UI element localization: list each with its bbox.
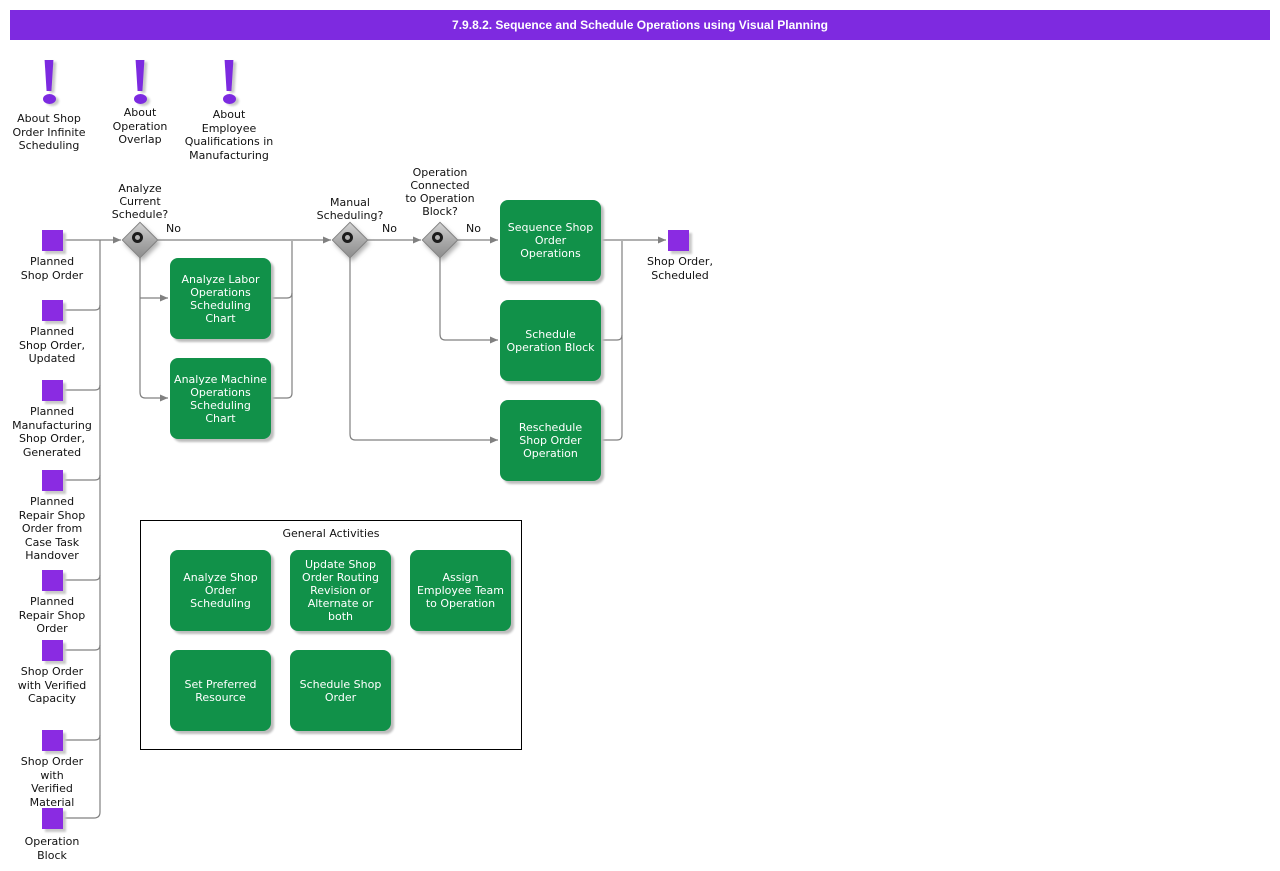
object-label[interactable]: Planned Shop Order — [20, 255, 84, 282]
note-label-employee-qualifications[interactable]: About Employee Qualifications in Manufac… — [184, 108, 274, 162]
activity-reschedule-shop-order-operation[interactable]: Reschedule Shop Order Operation — [500, 400, 601, 481]
activity-schedule-operation-block[interactable]: Schedule Operation Block — [500, 300, 601, 381]
diagram-title: 7.9.8.2. Sequence and Schedule Operation… — [452, 18, 828, 32]
activity-analyze-machine-operations-scheduling-chart[interactable]: Analyze Machine Operations Scheduling Ch… — [170, 358, 271, 439]
object-square-planned-shop-order-updated[interactable] — [42, 300, 63, 321]
object-label[interactable]: Planned Repair Shop Order from Case Task… — [18, 495, 86, 562]
decision-label-manual-scheduling: Manual Scheduling? — [316, 196, 384, 222]
object-label[interactable]: Planned Manufacturing Shop Order, Genera… — [12, 405, 92, 459]
decision-manual-scheduling — [331, 221, 369, 259]
object-square-planned-repair-shop-order-handover[interactable] — [42, 470, 63, 491]
exclamation-icon — [120, 60, 160, 104]
object-square-shop-order-verified-capacity[interactable] — [42, 640, 63, 661]
decision-label-operation-connected: Operation Connected to Operation Block? — [405, 166, 475, 218]
decision-circle-icon — [431, 231, 443, 243]
note-operation-overlap[interactable] — [120, 60, 160, 108]
object-label[interactable]: Planned Shop Order, Updated — [19, 325, 85, 365]
branch-no-label: No — [166, 222, 181, 235]
decision-analyze-current-schedule — [121, 221, 159, 259]
object-label[interactable]: Planned Repair Shop Order — [18, 595, 86, 635]
object-square-planned-shop-order[interactable] — [42, 230, 63, 251]
branch-no-label: No — [466, 222, 481, 235]
object-label[interactable]: Shop Order with Verified Capacity — [17, 665, 87, 705]
note-employee-qualifications[interactable] — [209, 60, 249, 108]
activity-sequence-shop-order-operations[interactable]: Sequence Shop Order Operations — [500, 200, 601, 281]
note-label-shop-order-infinite-scheduling[interactable]: About Shop Order Infinite Scheduling — [12, 112, 86, 152]
decision-circle-icon — [131, 231, 143, 243]
branch-no-label: No — [382, 222, 397, 235]
note-label-operation-overlap[interactable]: About Operation Overlap — [112, 106, 168, 146]
activity-analyze-labor-operations-scheduling-chart[interactable]: Analyze Labor Operations Scheduling Char… — [170, 258, 271, 339]
activity-set-preferred-resource[interactable]: Set Preferred Resource — [170, 650, 271, 731]
diagram-title-bar: 7.9.8.2. Sequence and Schedule Operation… — [10, 10, 1270, 40]
object-label-shop-order-scheduled[interactable]: Shop Order, Scheduled — [647, 255, 713, 282]
object-label[interactable]: Shop Order with Verified Material — [20, 755, 84, 809]
activity-analyze-shop-order-scheduling[interactable]: Analyze Shop Order Scheduling — [170, 550, 271, 631]
exclamation-icon — [209, 60, 249, 104]
object-square-shop-order-scheduled[interactable] — [668, 230, 689, 251]
object-label[interactable]: Operation Block — [24, 835, 80, 862]
decision-operation-connected — [421, 221, 459, 259]
exclamation-icon — [29, 60, 69, 104]
object-square-planned-manufacturing-shop-order[interactable] — [42, 380, 63, 401]
object-square-shop-order-verified-material[interactable] — [42, 730, 63, 751]
general-activities-title: General Activities — [282, 527, 380, 540]
decision-label-analyze-current-schedule: Analyze Current Schedule? — [111, 182, 169, 221]
object-square-planned-repair-shop-order[interactable] — [42, 570, 63, 591]
object-square-operation-block[interactable] — [42, 808, 63, 829]
note-shop-order-infinite-scheduling[interactable] — [29, 60, 69, 108]
activity-assign-employee-team-to-operation[interactable]: Assign Employee Team to Operation — [410, 550, 511, 631]
activity-schedule-shop-order[interactable]: Schedule Shop Order — [290, 650, 391, 731]
decision-circle-icon — [341, 231, 353, 243]
activity-update-shop-order-routing-revision[interactable]: Update Shop Order Routing Revision or Al… — [290, 550, 391, 631]
